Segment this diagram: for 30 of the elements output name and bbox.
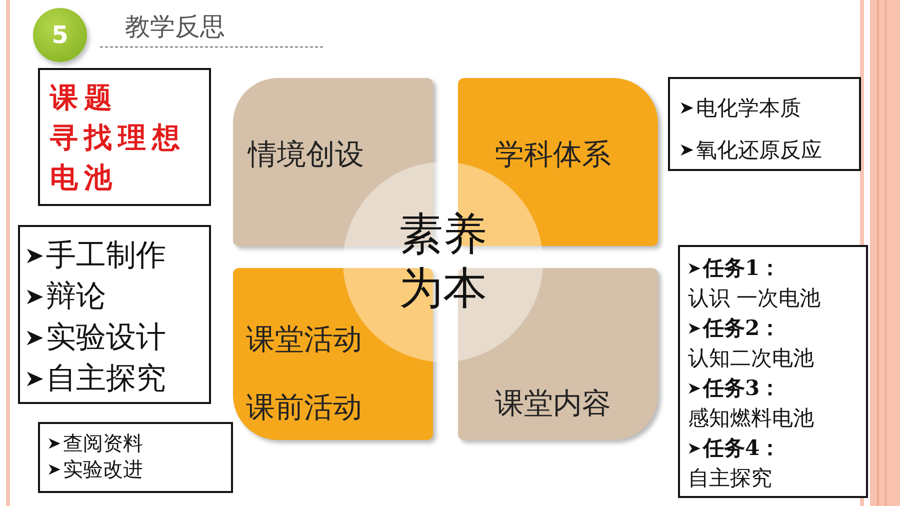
list-item: 自主探究 (46, 360, 166, 398)
list-item: 辩论 (46, 278, 106, 316)
list-item: 感知燃料电池 (688, 405, 814, 432)
body-text: 寻找理想电池 (50, 120, 187, 196)
title: 教学反思 (125, 11, 225, 43)
list-item: 电化学本质 (696, 95, 801, 122)
list-item: 实验设计 (46, 319, 166, 357)
task-heading: 任务4： (703, 434, 781, 462)
tile-label: 情境创设 (248, 136, 364, 173)
task-heading: 任务2： (703, 314, 781, 342)
text-box (38, 68, 211, 206)
list-item: 自主探究 (688, 465, 772, 492)
list-box (678, 245, 868, 498)
task-heading: 任务1： (703, 254, 781, 282)
list-item: 实验改进 (63, 456, 143, 482)
task-heading: 任务3： (703, 374, 781, 402)
list-item: 查阅资料 (63, 430, 143, 456)
number-badge: 5 (33, 8, 87, 62)
tile-label: 课堂内容 (495, 385, 611, 422)
list-item: 氧化还原反应 (696, 137, 822, 164)
list-box (668, 77, 861, 171)
list-item: 认知二次电池 (688, 345, 814, 372)
heading-text: 课题 (50, 80, 119, 116)
list-item: 手工制作 (46, 237, 166, 275)
tile-label: 学科体系 (495, 136, 611, 173)
tile-label: 课前活动 (246, 389, 362, 426)
tile-label: 课堂活动 (246, 321, 362, 358)
list-box (38, 422, 233, 493)
list-box (18, 225, 211, 404)
list-item: 认识 一次电池 (688, 285, 821, 312)
